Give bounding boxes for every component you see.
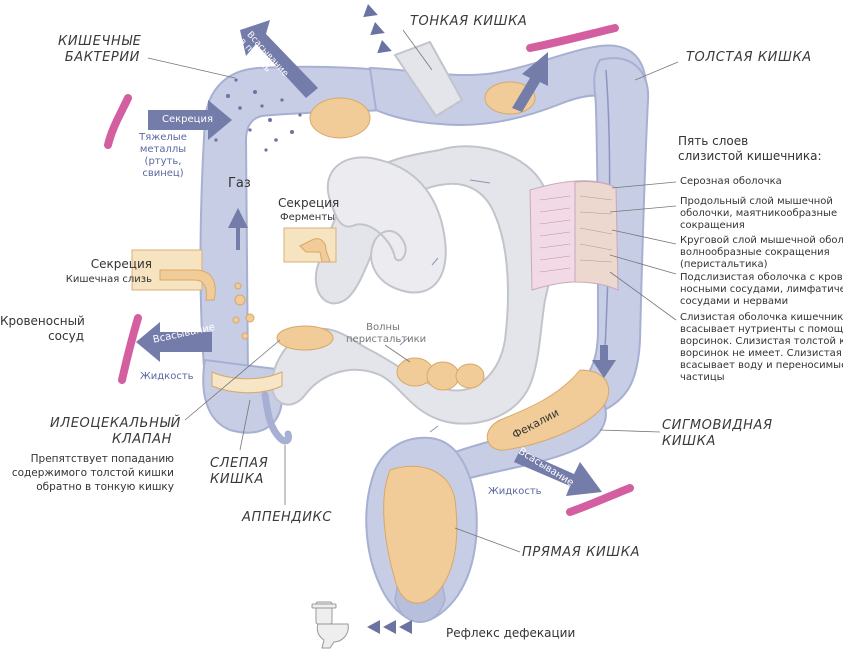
label-sigmoid-1: СИГМОВИДНАЯ bbox=[662, 418, 773, 433]
label-liquid-right: Жидкость bbox=[488, 486, 542, 497]
ileocecal-valve bbox=[211, 371, 283, 394]
label-small-intestine: ТОНКАЯ КИШКА bbox=[410, 14, 528, 29]
arrow-label-secretion: Секреция bbox=[162, 114, 213, 125]
blood-vessels bbox=[104, 24, 634, 516]
enzyme-gland bbox=[283, 227, 337, 263]
appendix bbox=[261, 391, 292, 445]
label-peristalsis: Волны перистальтики bbox=[346, 322, 427, 345]
label-mucus: Кишечная слизь bbox=[65, 274, 152, 285]
chevrons-bottom bbox=[367, 620, 412, 634]
label-blood-vessel: Кровеносный сосуд bbox=[0, 314, 85, 343]
layer-pointers bbox=[609, 181, 677, 321]
blood-vessel-left bbox=[118, 314, 142, 384]
label-ileocecal-1: ИЛЕОЦЕКАЛЬНЫЙ bbox=[50, 416, 182, 431]
layers-title: Пять слоев слизистой кишечника: bbox=[678, 134, 822, 163]
flow-arrows bbox=[136, 20, 616, 496]
mucus-gland bbox=[131, 249, 216, 301]
toilet-icon bbox=[311, 601, 349, 649]
label-pointers bbox=[147, 29, 679, 553]
label-defecation-reflex: Рефлекс дефекации bbox=[446, 626, 576, 640]
layer-longitudinal: Продольный слой мышечной оболочки, маятн… bbox=[680, 196, 838, 231]
absorption-liver-arrow[interactable] bbox=[240, 20, 318, 98]
secretion-arrow[interactable] bbox=[148, 100, 232, 140]
label-gut-bacteria-2: БАКТЕРИИ bbox=[64, 50, 140, 65]
label-enzymes: Ферменты bbox=[280, 212, 336, 223]
label-large-intestine: ТОЛСТАЯ КИШКА bbox=[686, 50, 812, 65]
layer-mucosa: Слизистая оболочка кишечника всасывает н… bbox=[680, 312, 843, 383]
label-appendix: АППЕНДИКС bbox=[242, 510, 333, 525]
label-ileocecal-2: КЛАПАН bbox=[112, 432, 172, 447]
thin-flow-arrows bbox=[399, 179, 491, 433]
small-intestine-entry bbox=[393, 40, 464, 118]
label-sigmoid-2: КИШКА bbox=[662, 434, 716, 449]
layer-submucosa: Подслизистая оболочка с крове- носными с… bbox=[680, 272, 843, 307]
chevrons-top bbox=[363, 4, 395, 58]
label-ileocecal-desc: Препятствует попаданию содержимого толст… bbox=[11, 453, 174, 493]
label-heavy-metals: Тяжелые металлы (ртуть, свинец) bbox=[139, 132, 187, 179]
wall-layers-cutaway bbox=[529, 180, 619, 291]
feces-sigmoid bbox=[486, 369, 610, 451]
layer-serous: Серозная оболочка bbox=[680, 176, 782, 187]
absorption-arrow-left[interactable] bbox=[136, 322, 212, 362]
label-cecum-1: СЛЕПАЯ bbox=[210, 456, 269, 471]
label-gut-bacteria-1: КИШЕЧНЫЕ bbox=[58, 34, 142, 49]
label-liquid-left: Жидкость bbox=[140, 371, 194, 382]
small-intestine bbox=[270, 40, 555, 425]
label-secretion-left: Секреция bbox=[90, 257, 152, 271]
label-gas: Газ bbox=[228, 176, 251, 191]
absorption-arrow-right[interactable] bbox=[514, 450, 602, 496]
intestinal-contents bbox=[232, 81, 610, 604]
label-rectum: ПРЯМАЯ КИШКА bbox=[522, 545, 641, 560]
label-cecum-2: КИШКА bbox=[210, 472, 264, 487]
label-secretion-center: Секреция bbox=[278, 196, 340, 210]
feces-rectum bbox=[383, 465, 458, 604]
layer-circular: Круговой слой мышечной оболочки, волнооб… bbox=[680, 235, 843, 270]
